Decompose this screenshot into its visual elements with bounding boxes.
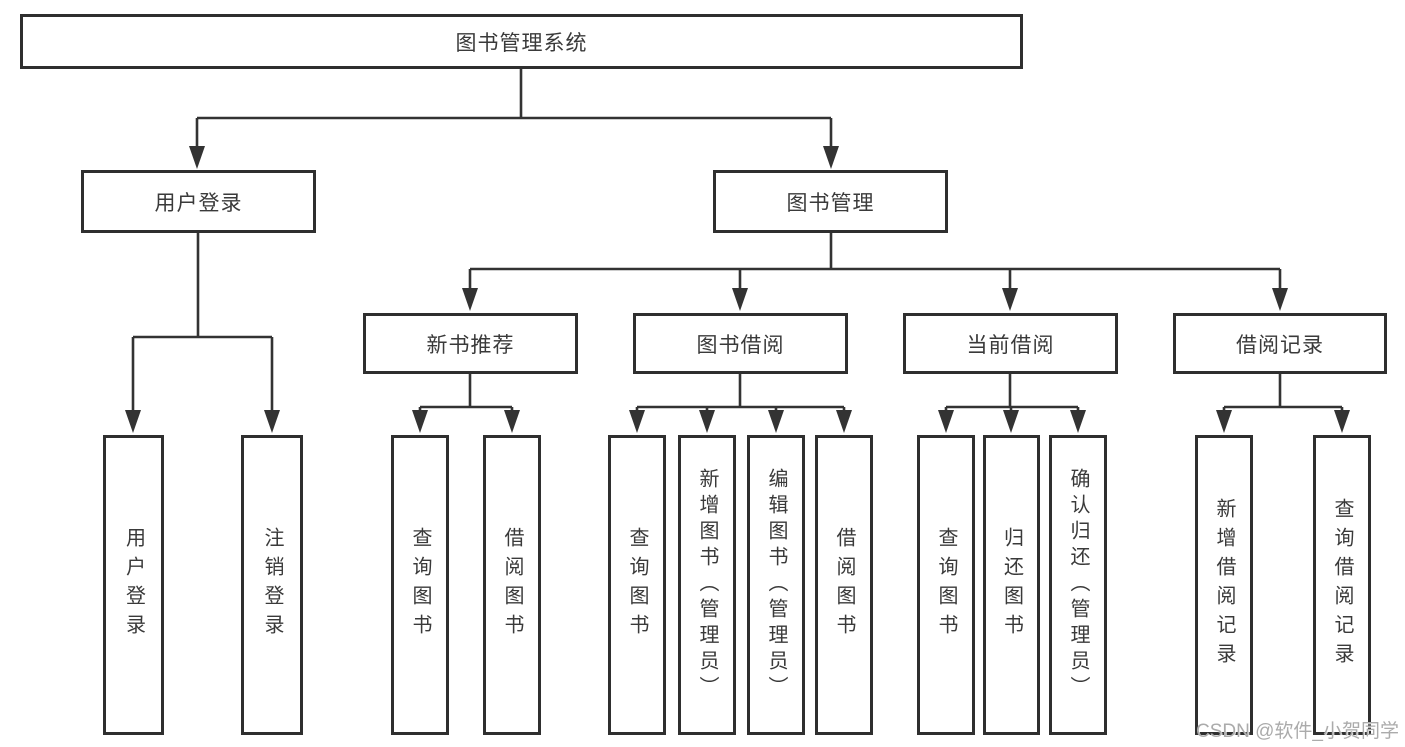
node-new-book-recommendation: 新书推荐 bbox=[363, 313, 578, 374]
node-label: 查询借阅记录 bbox=[1331, 498, 1353, 672]
leaf-cb-confirm-return-admin: 确认归还（管理员） bbox=[1049, 435, 1107, 735]
leaf-cb-query-books: 查询图书 bbox=[917, 435, 975, 735]
node-label: 编辑图书（管理员） bbox=[765, 468, 787, 702]
node-label: 当前借阅 bbox=[966, 333, 1055, 357]
leaf-bb-borrow-books: 借阅图书 bbox=[815, 435, 873, 735]
node-label: 借阅图书 bbox=[833, 527, 855, 643]
leaf-br-query-record: 查询借阅记录 bbox=[1313, 435, 1371, 735]
node-label: 归还图书 bbox=[1000, 527, 1023, 643]
node-label: 新增借阅记录 bbox=[1213, 498, 1235, 672]
node-label: 新增图书（管理员） bbox=[696, 468, 718, 702]
node-label: 图书管理 bbox=[786, 191, 875, 215]
leaf-logout: 注销登录 bbox=[241, 435, 303, 735]
leaf-br-add-record: 新增借阅记录 bbox=[1195, 435, 1253, 735]
node-user-login: 用户登录 bbox=[81, 170, 316, 233]
csdn-watermark: CSDN @软件_小贺同学 bbox=[1196, 721, 1399, 742]
node-label: 新书推荐 bbox=[426, 333, 515, 357]
node-current-borrowing: 当前借阅 bbox=[903, 313, 1118, 374]
node-borrowing-records: 借阅记录 bbox=[1173, 313, 1387, 374]
leaf-rec-query-books: 查询图书 bbox=[391, 435, 449, 735]
node-label: 借阅图书 bbox=[501, 527, 523, 643]
node-label: 查询图书 bbox=[626, 527, 648, 643]
node-label: 查询图书 bbox=[935, 527, 957, 643]
node-label: 图书管理系统 bbox=[455, 31, 588, 55]
leaf-rec-borrow-books: 借阅图书 bbox=[483, 435, 541, 735]
leaf-user-login: 用户登录 bbox=[103, 435, 164, 735]
node-label: 用户登录 bbox=[154, 191, 243, 215]
leaf-bb-query-books: 查询图书 bbox=[608, 435, 666, 735]
node-label: 借阅记录 bbox=[1236, 333, 1324, 357]
leaf-bb-add-books-admin: 新增图书（管理员） bbox=[678, 435, 736, 735]
leaf-cb-return-books: 归还图书 bbox=[983, 435, 1040, 735]
node-label: 确认归还（管理员） bbox=[1067, 468, 1089, 702]
node-book-management: 图书管理 bbox=[713, 170, 948, 233]
node-label: 查询图书 bbox=[409, 527, 431, 643]
node-library-management-system: 图书管理系统 bbox=[20, 14, 1023, 69]
node-book-borrowing: 图书借阅 bbox=[633, 313, 848, 374]
leaf-bb-edit-books-admin: 编辑图书（管理员） bbox=[747, 435, 805, 735]
node-label: 用户登录 bbox=[122, 527, 145, 643]
node-label: 图书借阅 bbox=[696, 333, 785, 357]
node-label: 注销登录 bbox=[261, 527, 283, 643]
